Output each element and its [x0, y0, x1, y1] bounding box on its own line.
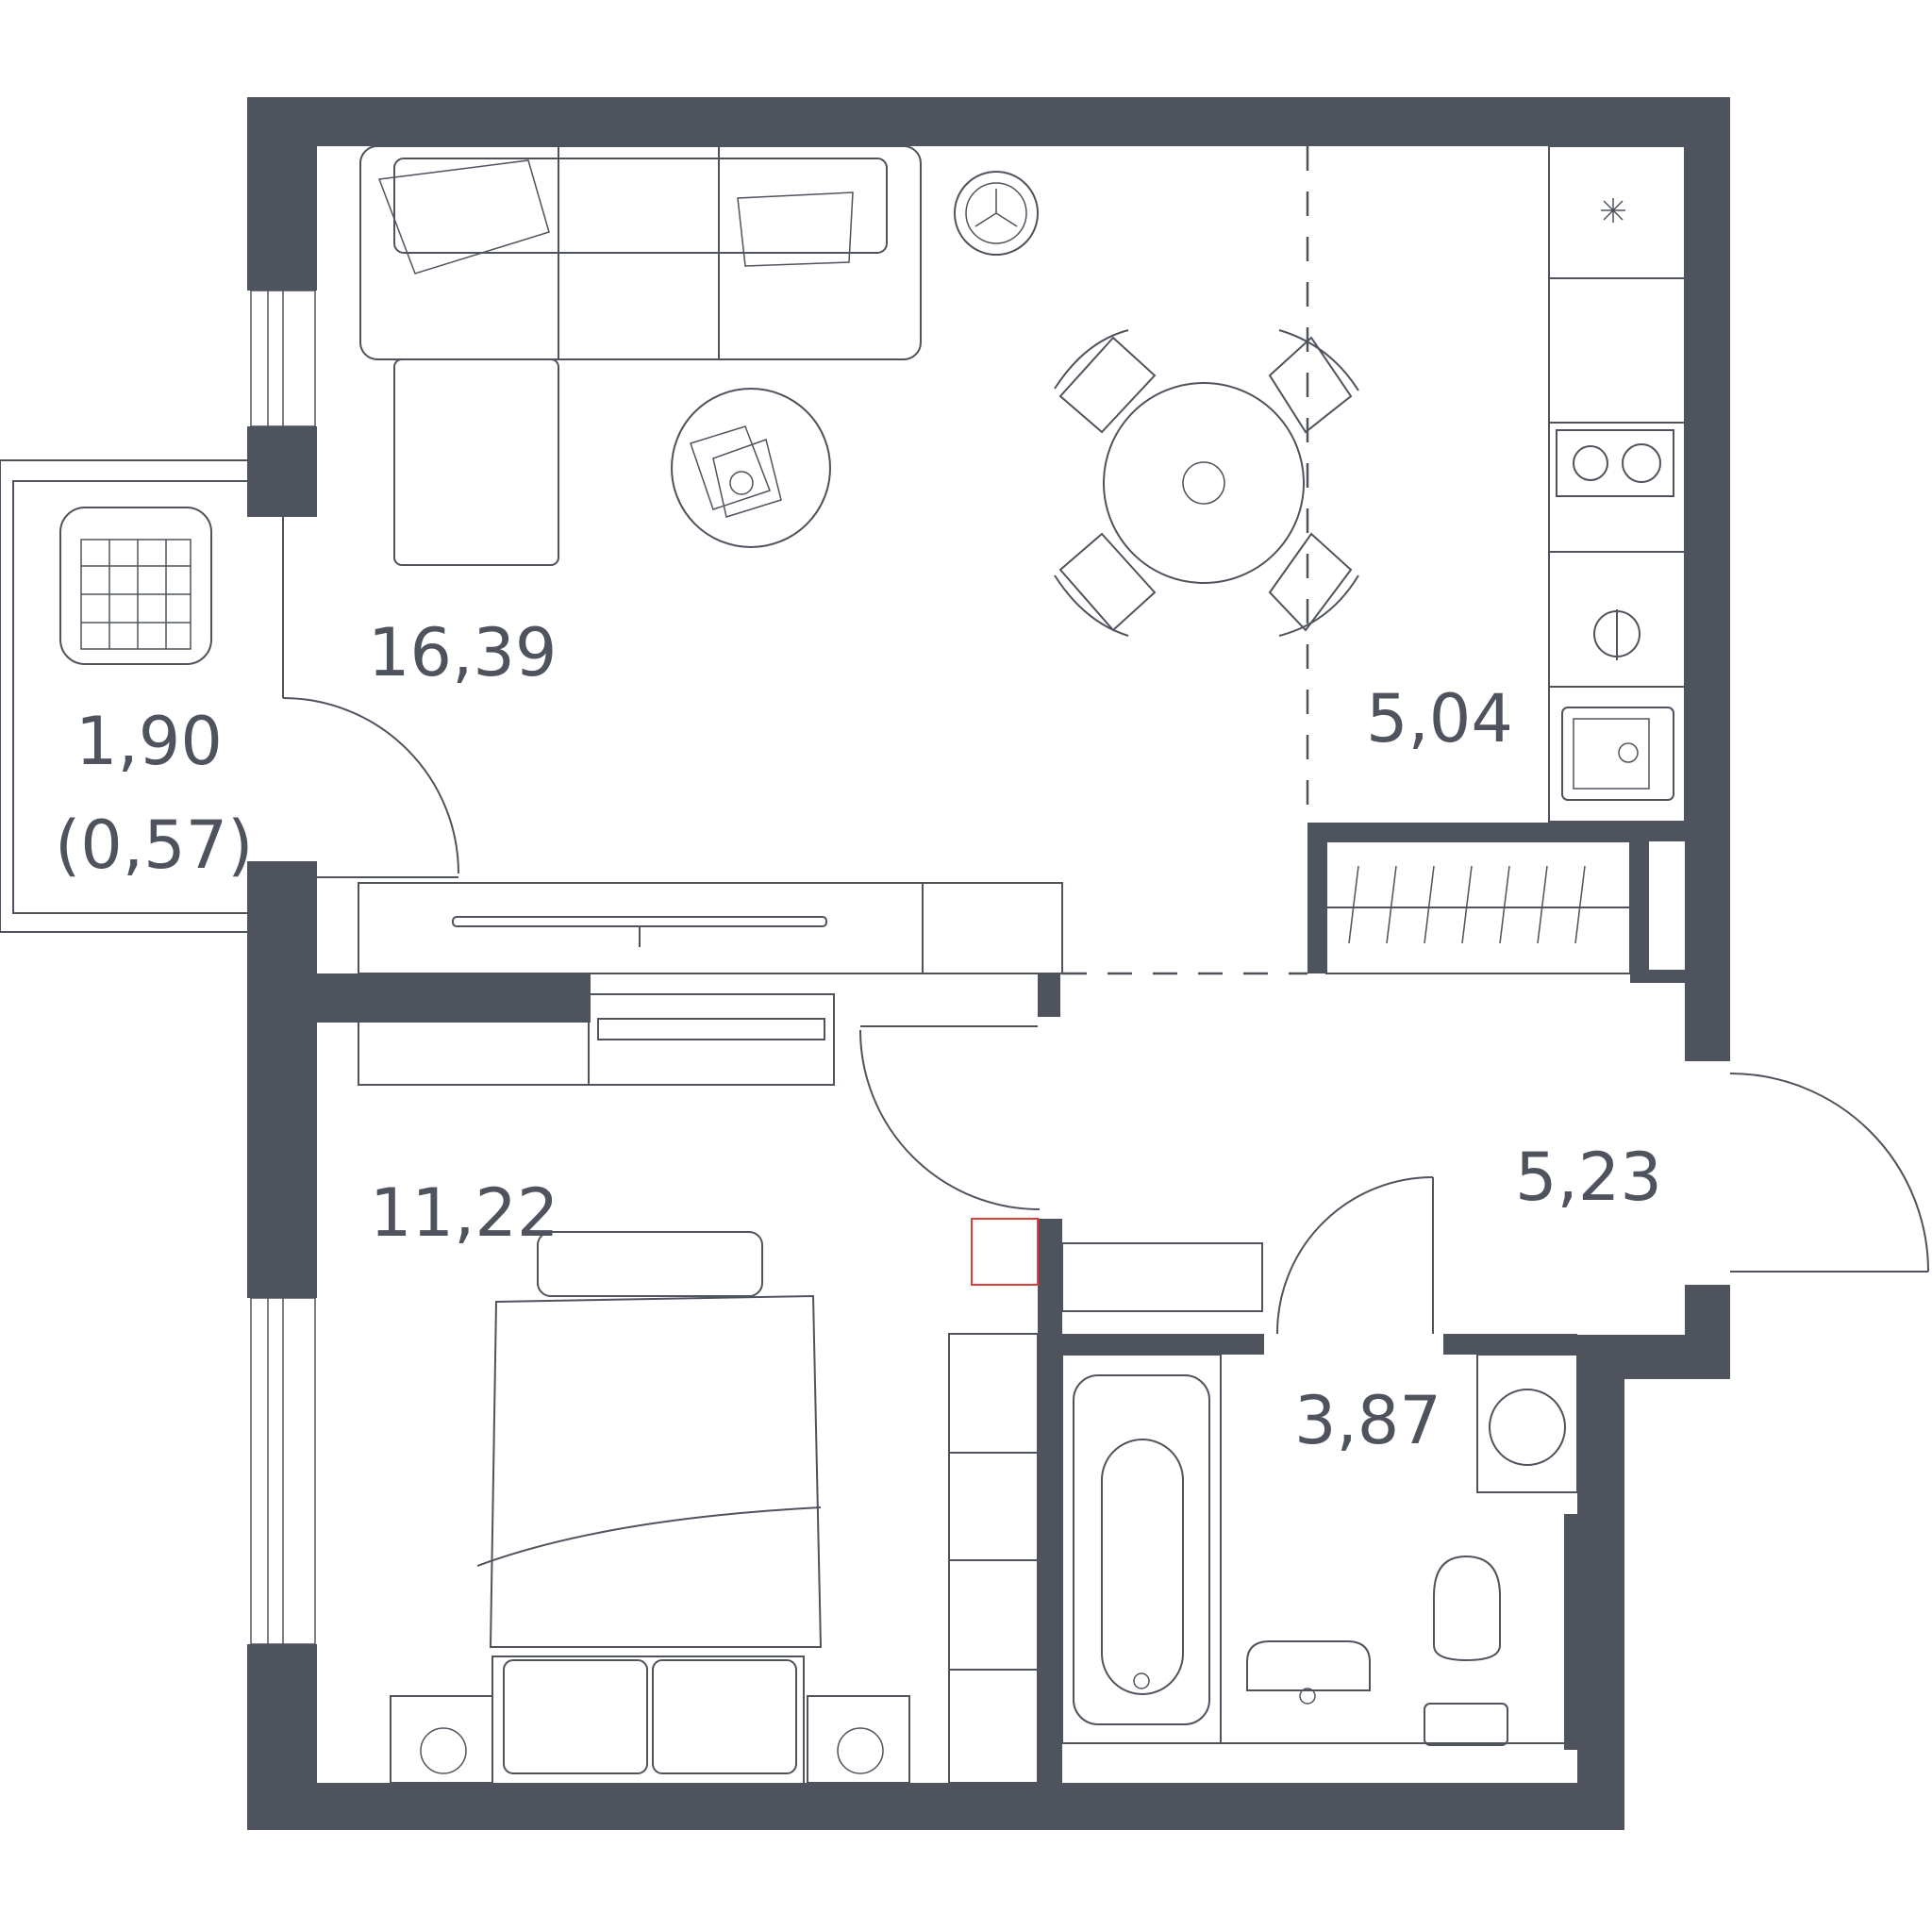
walls: [247, 97, 1730, 1830]
area-balcony-reduced: (0,57): [55, 807, 253, 884]
kitchen-furniture: [1325, 145, 1686, 974]
doors: [282, 697, 1929, 1335]
area-bedroom: 11,22: [370, 1174, 558, 1252]
area-bathroom: 3,87: [1294, 1382, 1441, 1459]
living-furniture: [358, 145, 1359, 974]
area-labels: 16,39 5,04 1,90 (0,57) 11,22 5,23 3,87: [55, 614, 1662, 1459]
area-living-room: 16,39: [368, 614, 557, 691]
bathroom-furniture: [1061, 1242, 1578, 1746]
balcony: [0, 459, 284, 933]
area-balcony: 1,90: [75, 703, 223, 780]
area-kitchen: 5,04: [1366, 680, 1513, 757]
bedroom-furniture: [358, 993, 1039, 1785]
zone-separators: [1062, 146, 1309, 975]
area-hallway: 5,23: [1515, 1139, 1662, 1216]
balcony-furniture: [59, 507, 212, 665]
windows: [250, 290, 316, 1645]
